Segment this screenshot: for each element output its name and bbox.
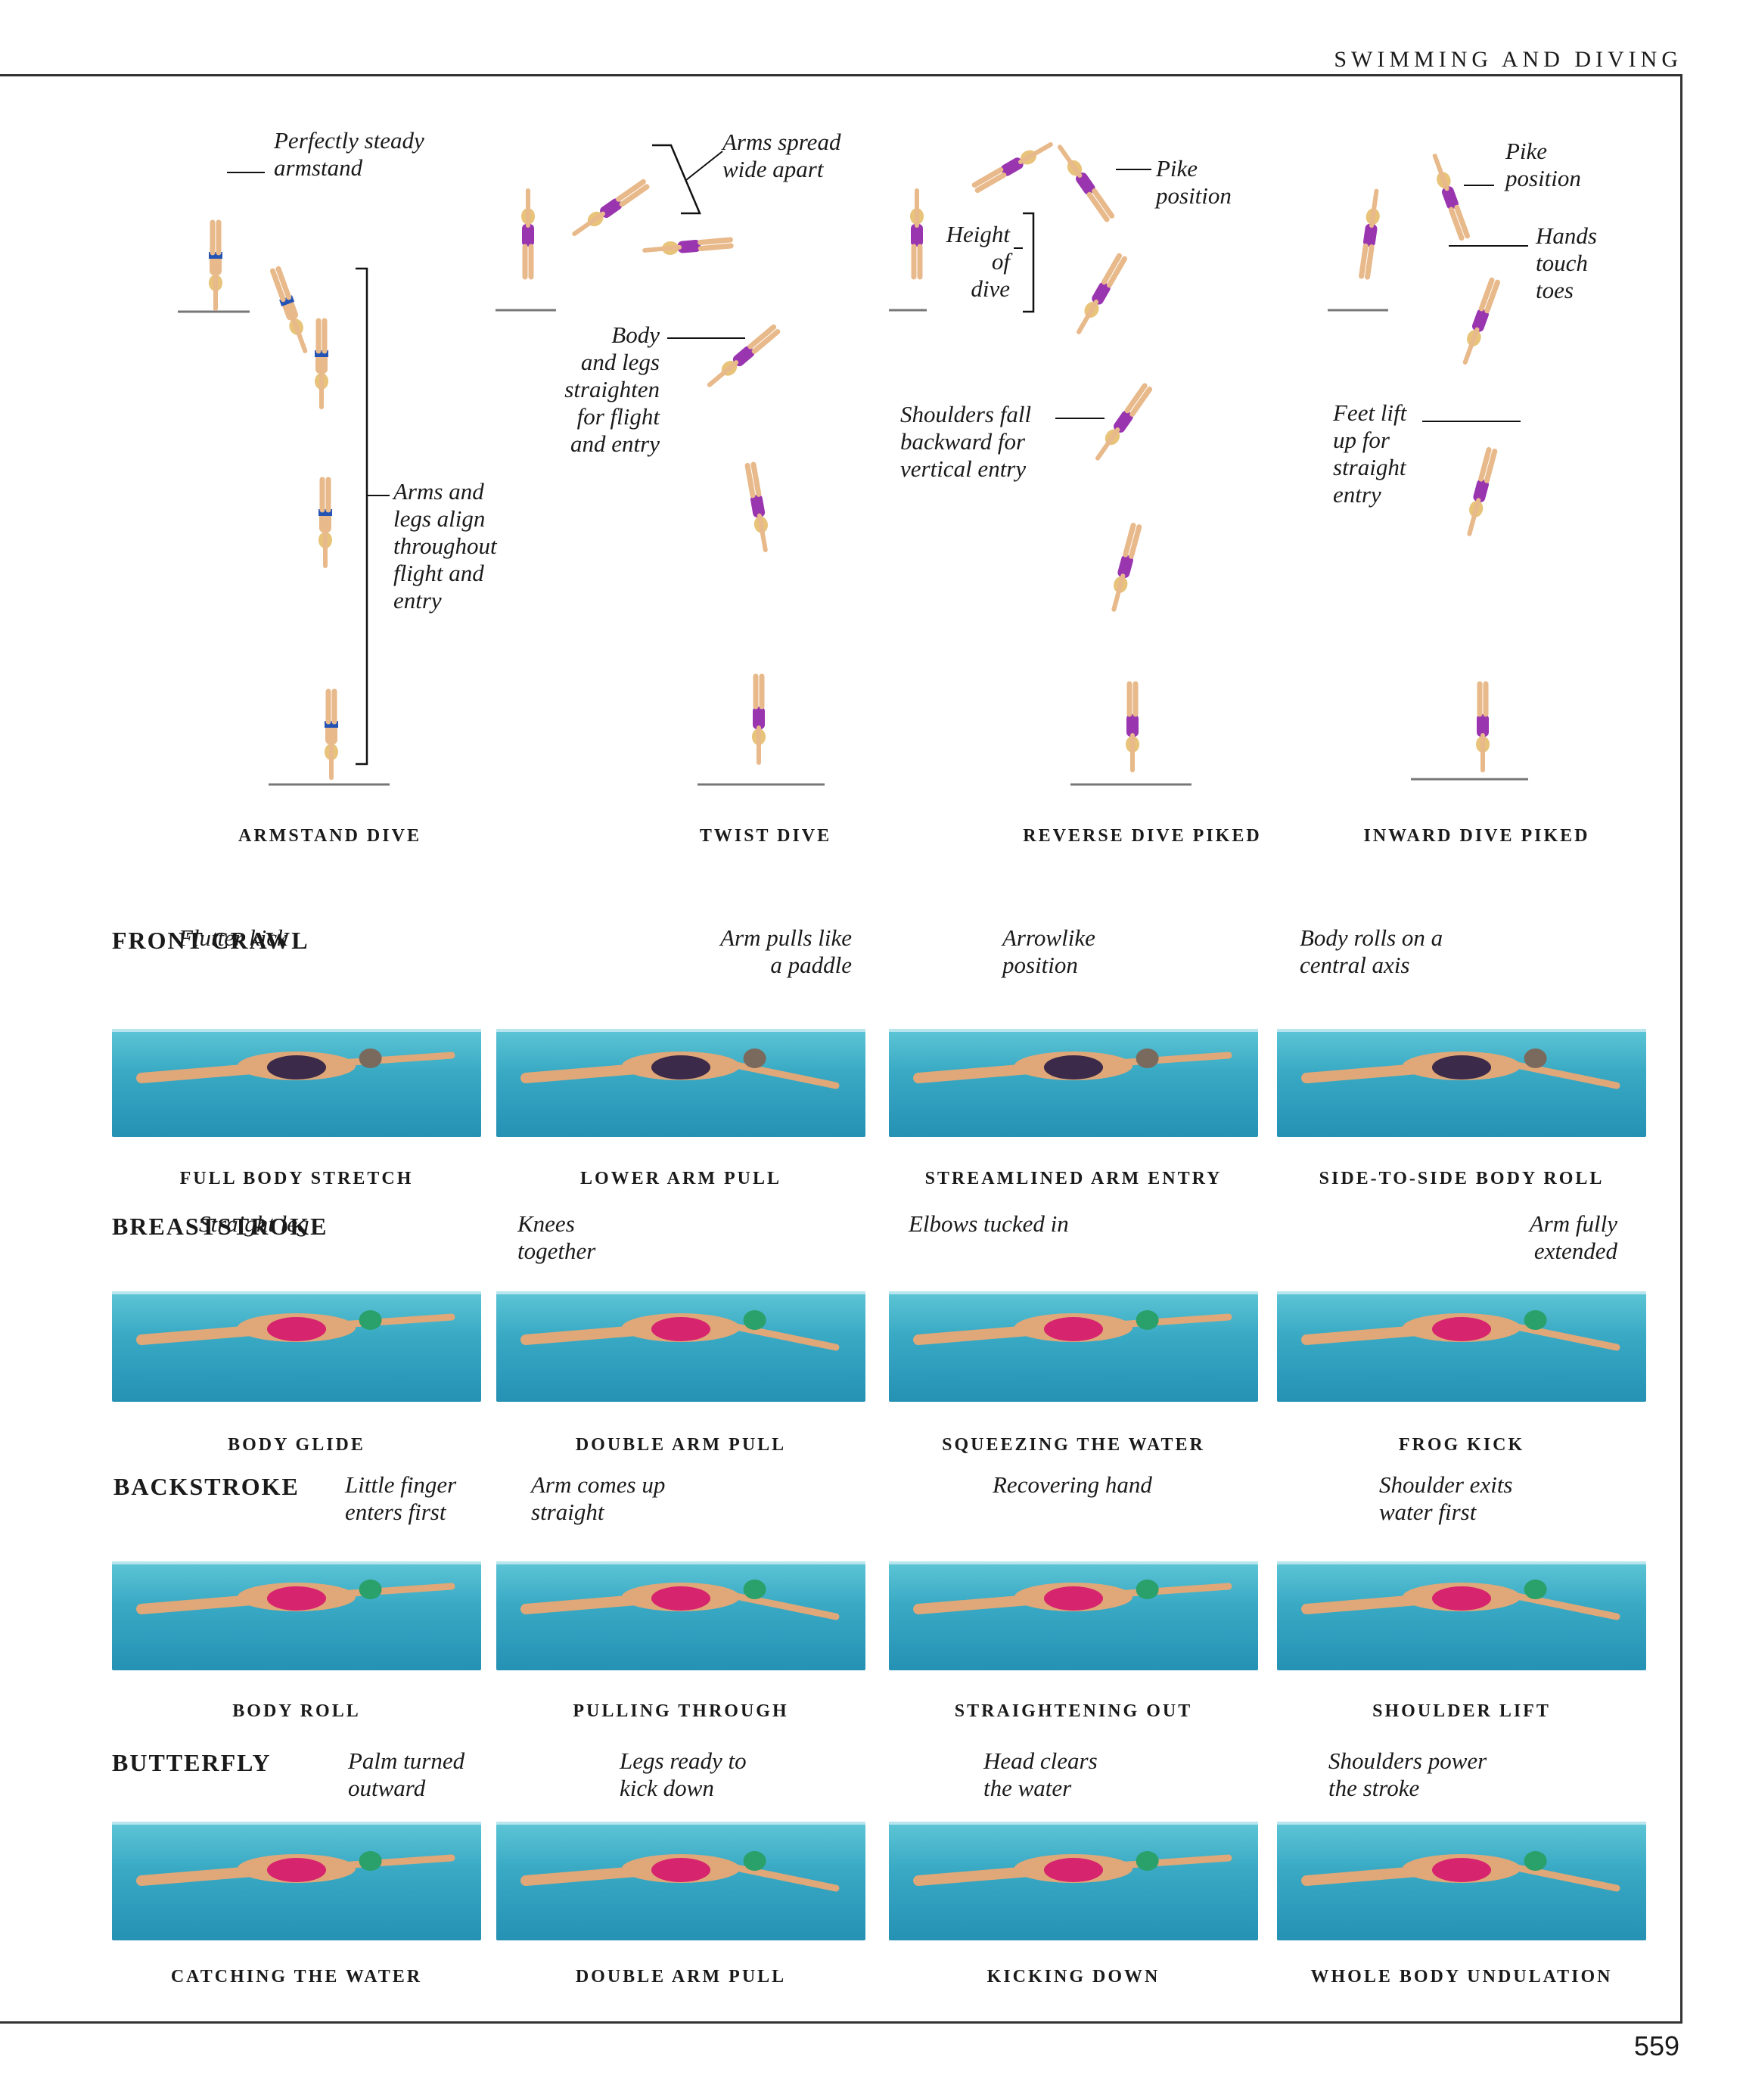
stroke-annotation: Knees together <box>517 1210 596 1264</box>
swim-photo <box>1277 1014 1646 1137</box>
swim-photo <box>112 1014 481 1137</box>
stroke-annotation: Legs ready to kick down <box>620 1747 747 1801</box>
stroke-title-butterfly: BUTTERFLY <box>112 1749 272 1776</box>
stroke-annotation: Arrowlike position <box>1002 924 1095 978</box>
swimmer-figure <box>520 1851 840 1892</box>
swimmer-figure <box>913 1580 1232 1614</box>
swimmer-figure <box>913 1048 1232 1083</box>
running-head: SWIMMING AND DIVING <box>1334 47 1682 72</box>
swim-photo <box>496 1273 865 1402</box>
stroke-annotation: Arm pulls like a paddle <box>720 924 852 978</box>
stroke-annotation: Flutter kick <box>179 924 287 951</box>
anno-height-of-dive: Height of dive <box>946 221 1010 302</box>
swimmer-figure <box>136 1310 455 1345</box>
swim-photo <box>889 1816 1258 1940</box>
page-number: 559 <box>1633 2030 1679 2061</box>
swimmer-figure <box>913 1851 1232 1886</box>
swimmer-figure <box>1301 1851 1620 1892</box>
stroke-title-breaststroke: BREASTSTROKE <box>112 1213 328 1240</box>
swim-photo <box>1277 1816 1646 1940</box>
reverse-dive-piked-figure <box>889 138 1192 786</box>
swimmer-figure <box>520 1048 840 1089</box>
anno-steady-armstand: Perfectly steady armstand <box>274 127 424 181</box>
stroke-caption: KICKING DOWN <box>986 1967 1160 1987</box>
stroke-annotation: Elbows tucked in <box>909 1210 1069 1237</box>
anno-hands-touch-toes: Hands touch toes <box>1536 222 1597 303</box>
swim-photo <box>889 1543 1258 1670</box>
caption-armstand-dive: ARMSTAND DIVE <box>238 826 421 846</box>
swimmer-figure <box>1301 1580 1620 1620</box>
swim-photo <box>496 1543 865 1670</box>
anno-pike-position-inward: Pike position <box>1505 138 1581 191</box>
swim-photo <box>112 1816 481 1940</box>
stroke-annotation: Little finger enters first <box>345 1471 457 1525</box>
swim-photo <box>1277 1273 1646 1402</box>
stroke-caption: PULLING THROUGH <box>573 1701 789 1721</box>
stroke-annotation: Arm fully extended <box>1529 1210 1617 1264</box>
anno-shoulders-fall: Shoulders fall backward for vertical ent… <box>900 401 1032 482</box>
swim-photo <box>112 1543 481 1670</box>
stroke-title-backstroke: BACKSTROKE <box>113 1473 300 1500</box>
stroke-caption: SQUEEZING THE WATER <box>942 1435 1205 1455</box>
stroke-annotation: Straight leg <box>199 1210 309 1237</box>
stroke-annotation: Head clears the water <box>983 1747 1098 1801</box>
caption-inward-dive-piked: INWARD DIVE PIKED <box>1363 826 1590 846</box>
twist-dive-figure <box>496 144 825 786</box>
stroke-caption: SHOULDER LIFT <box>1372 1701 1551 1721</box>
swimmer-figure <box>136 1580 455 1614</box>
header-rule <box>0 74 1682 76</box>
swimmer-figure <box>520 1580 840 1620</box>
dive-diagrams <box>178 0 1528 786</box>
stroke-caption: BODY ROLL <box>232 1701 361 1721</box>
swim-photo <box>1277 1543 1646 1670</box>
swim-photo <box>496 1014 865 1137</box>
anno-arms-legs-align: Arms and legs align throughout flight an… <box>393 478 497 614</box>
stroke-caption: FROG KICK <box>1398 1435 1525 1455</box>
anno-body-legs-straighten: Body and legs straighten for flight and … <box>564 322 660 457</box>
inward-dive-piked-figure <box>1328 154 1528 781</box>
stroke-annotation: Palm turned outward <box>348 1747 465 1801</box>
swimmer-figure <box>913 1310 1232 1345</box>
swim-photo <box>889 1014 1258 1137</box>
caption-reverse-dive-piked: REVERSE DIVE PIKED <box>1023 826 1262 846</box>
footer-rule <box>0 2021 1682 2024</box>
stroke-annotation: Shoulder exits water first <box>1379 1471 1513 1525</box>
stroke-caption: DOUBLE ARM PULL <box>575 1967 787 1987</box>
stroke-annotation: Arm comes up straight <box>531 1471 666 1525</box>
stroke-annotation: Body rolls on a central axis <box>1300 924 1443 978</box>
stroke-caption: WHOLE BODY UNDULATION <box>1310 1967 1613 1987</box>
swimmer-figure <box>1301 1310 1620 1351</box>
armstand-dive-figure <box>178 172 390 786</box>
swimmer-figure <box>136 1048 455 1083</box>
anno-arms-spread: Arms spread wide apart <box>722 129 841 182</box>
stroke-caption: FULL BODY STRETCH <box>179 1169 414 1188</box>
swim-photo <box>889 1273 1258 1402</box>
stroke-caption: STRAIGHTENING OUT <box>954 1701 1193 1721</box>
anno-pike-position-reverse: Pike position <box>1156 155 1232 209</box>
swimmer-figure <box>1301 1048 1620 1089</box>
stroke-annotation: Shoulders power the stroke <box>1328 1747 1487 1801</box>
side-rule <box>1680 74 1682 2021</box>
stroke-caption: STREAMLINED ARM ENTRY <box>924 1169 1223 1188</box>
anno-feet-lift: Feet lift up for straight entry <box>1333 399 1407 508</box>
stroke-caption: LOWER ARM PULL <box>579 1169 782 1188</box>
stroke-caption: BODY GLIDE <box>228 1435 365 1455</box>
stroke-caption: SIDE-TO-SIDE BODY ROLL <box>1319 1169 1605 1188</box>
stroke-title-front-crawl: FRONT CRAWL <box>112 927 309 954</box>
swim-photo <box>112 1273 481 1402</box>
swim-photo <box>496 1816 865 1940</box>
swimmer-figure <box>136 1851 455 1886</box>
swimmer-figure <box>520 1310 840 1351</box>
caption-twist-dive: TWIST DIVE <box>699 826 832 846</box>
stroke-annotation: Recovering hand <box>993 1471 1152 1498</box>
stroke-caption: DOUBLE ARM PULL <box>575 1435 787 1455</box>
stroke-caption: CATCHING THE WATER <box>170 1967 423 1987</box>
